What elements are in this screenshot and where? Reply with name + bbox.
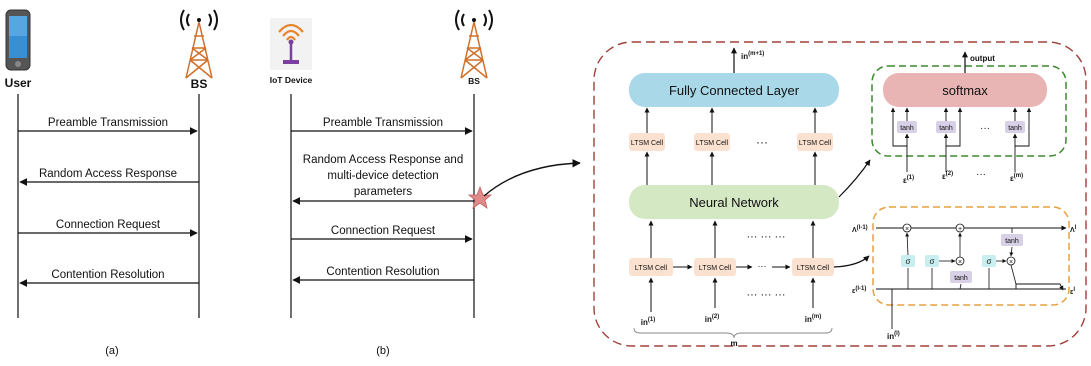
ellipsis-s1: ···	[980, 123, 990, 134]
tanh-d2: tanh	[1005, 238, 1019, 245]
lstm-cell-u1: LTSM Cell	[631, 140, 664, 147]
fc-layer-box	[629, 73, 839, 107]
ellipsis-u: ···	[756, 135, 768, 149]
neural-network-box	[629, 185, 839, 219]
msg-b-4: Contention Resolution	[326, 266, 439, 278]
softmax-tanh-row: tanh tanh ··· tanh	[890, 107, 1032, 172]
tanh-s3: tanh	[1008, 125, 1022, 132]
m-label: m	[730, 339, 737, 348]
dots-mid: ··· ··· ···	[746, 231, 785, 243]
lstm-cell-l3: LTSM Cell	[797, 265, 830, 272]
panel-c: Fully Connected Layer in(m+1) LTSM Cell …	[593, 41, 1087, 348]
msg-a-3: Connection Request	[56, 219, 161, 231]
bs-tower-icon-b	[455, 9, 493, 79]
lstm-detail-graph: × + σ σ × tanh σ × tanh	[876, 223, 1067, 329]
eps-m-label: ε(m)	[1010, 173, 1023, 183]
bs-label-b: BS	[468, 76, 480, 86]
caption-a: (a)	[105, 345, 118, 357]
sigma-3: σ	[987, 257, 992, 266]
softmax-box	[883, 73, 1047, 107]
caption-b: (b)	[376, 345, 389, 357]
m-brace	[633, 327, 833, 339]
nn-to-softmax-arrow	[838, 159, 871, 198]
sigma-2: σ	[930, 257, 935, 266]
lstm-cell-l2: LTSM Cell	[699, 265, 732, 272]
tanh-s2: tanh	[939, 125, 953, 132]
iot-device-label: IoT Device	[270, 75, 313, 85]
lstm-to-detail-arrow	[833, 255, 870, 268]
sigma-1: σ	[906, 257, 911, 266]
panel-b: IoT Device BS Preamble Transmission Rand…	[270, 9, 581, 357]
neural-network-label: Neural Network	[689, 195, 779, 210]
mult-3: ×	[1009, 259, 1013, 266]
lstm-cell-u3: LTSM Cell	[799, 140, 832, 147]
in-m-label: in(m)	[805, 314, 821, 324]
tanh-s1: tanh	[900, 125, 914, 132]
lambda-cur-label: Λl	[1070, 225, 1077, 234]
bs-tower-icon-a	[180, 9, 218, 79]
msg-b-2c: parameters	[354, 186, 412, 198]
lower-lstm-row: ··· ··· ··· LTSM Cell LTSM Cell LTSM Cel…	[629, 220, 834, 348]
star-icon	[467, 185, 493, 209]
mult-1: ×	[905, 226, 909, 233]
mult-2: ×	[958, 259, 962, 266]
ellipsis-s2: ···	[976, 169, 986, 180]
dots-low: ··· ··· ···	[746, 289, 785, 301]
user-label: User	[5, 76, 32, 90]
output-label: output	[970, 54, 995, 63]
lstm-detail-dashed-box	[872, 206, 1070, 306]
outer-dashed-box	[593, 41, 1087, 347]
msg-b-2a: Random Access Response and	[303, 154, 463, 166]
in-2-label: in(2)	[705, 314, 719, 324]
plus-1: +	[958, 226, 962, 233]
softmax-dashed-box	[871, 65, 1067, 157]
lstm-cell-l1: LTSM Cell	[635, 265, 668, 272]
panel-a: User BS Preamble Transmission Random Acc…	[5, 9, 218, 357]
lstm-cell-u2: LTSM Cell	[696, 140, 729, 147]
smartphone-icon	[5, 9, 31, 71]
tanh-d1: tanh	[954, 275, 968, 282]
in-1-label: in(1)	[641, 317, 655, 327]
bs-label-a: BS	[191, 77, 208, 91]
connector-arrow	[483, 159, 581, 197]
msg-a-4: Contention Resolution	[51, 269, 164, 281]
msg-b-2b: multi-device detection	[327, 170, 438, 182]
eps-cur-label: εl	[1070, 287, 1075, 296]
fc-layer-label: Fully Connected Layer	[669, 83, 800, 98]
eps-2-label: ε(2)	[942, 171, 953, 181]
msg-b-3: Connection Request	[331, 225, 436, 237]
in-next-label: in(m+1)	[741, 51, 764, 61]
msg-a-2: Random Access Response	[39, 168, 177, 180]
ellipsis-l: ···	[758, 261, 767, 271]
upper-lstm-row: LTSM Cell LTSM Cell ··· LTSM Cell	[629, 107, 833, 185]
msg-b-1: Preamble Transmission	[323, 117, 443, 129]
softmax-label: softmax	[942, 83, 988, 98]
eps-1-label: ε(1)	[903, 175, 914, 185]
iot-device-icon	[270, 18, 312, 70]
msg-a-1: Preamble Transmission	[48, 117, 168, 129]
lambda-prev-label: Λ(l-1)	[852, 225, 868, 234]
eps-prev-label: ε(l-1)	[852, 286, 866, 295]
in-l-label: in(l)	[887, 331, 900, 341]
